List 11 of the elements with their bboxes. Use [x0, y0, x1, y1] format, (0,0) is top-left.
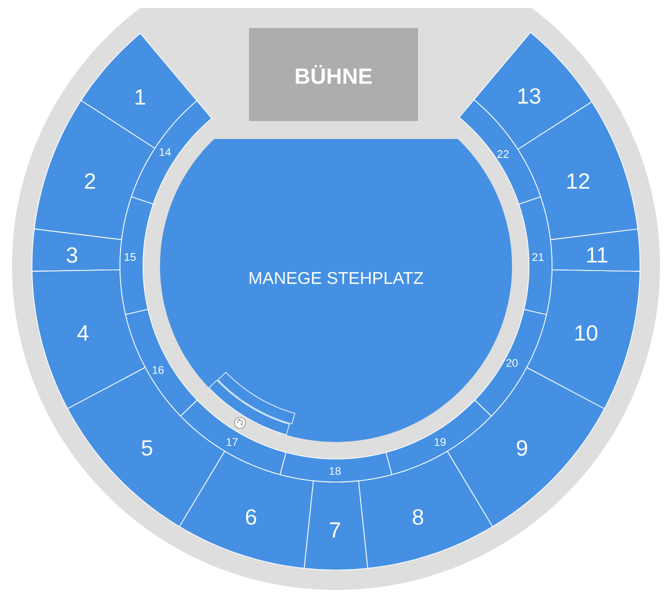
seating-section: 7 — [304, 480, 368, 570]
seating-row: 18 — [280, 452, 392, 482]
accessible-seating-box — [218, 372, 296, 424]
seating-section: 10 — [526, 269, 640, 410]
seating-section: 4 — [32, 269, 146, 410]
node-label: MANEGE STEHPLATZ — [250, 272, 424, 284]
seating-row: 21 — [518, 196, 552, 316]
seating-section: 3 — [32, 228, 122, 272]
stage-box: BÜHNE — [249, 28, 418, 121]
seating-section: 6 — [178, 450, 314, 569]
seating-row: 19 — [385, 400, 492, 476]
